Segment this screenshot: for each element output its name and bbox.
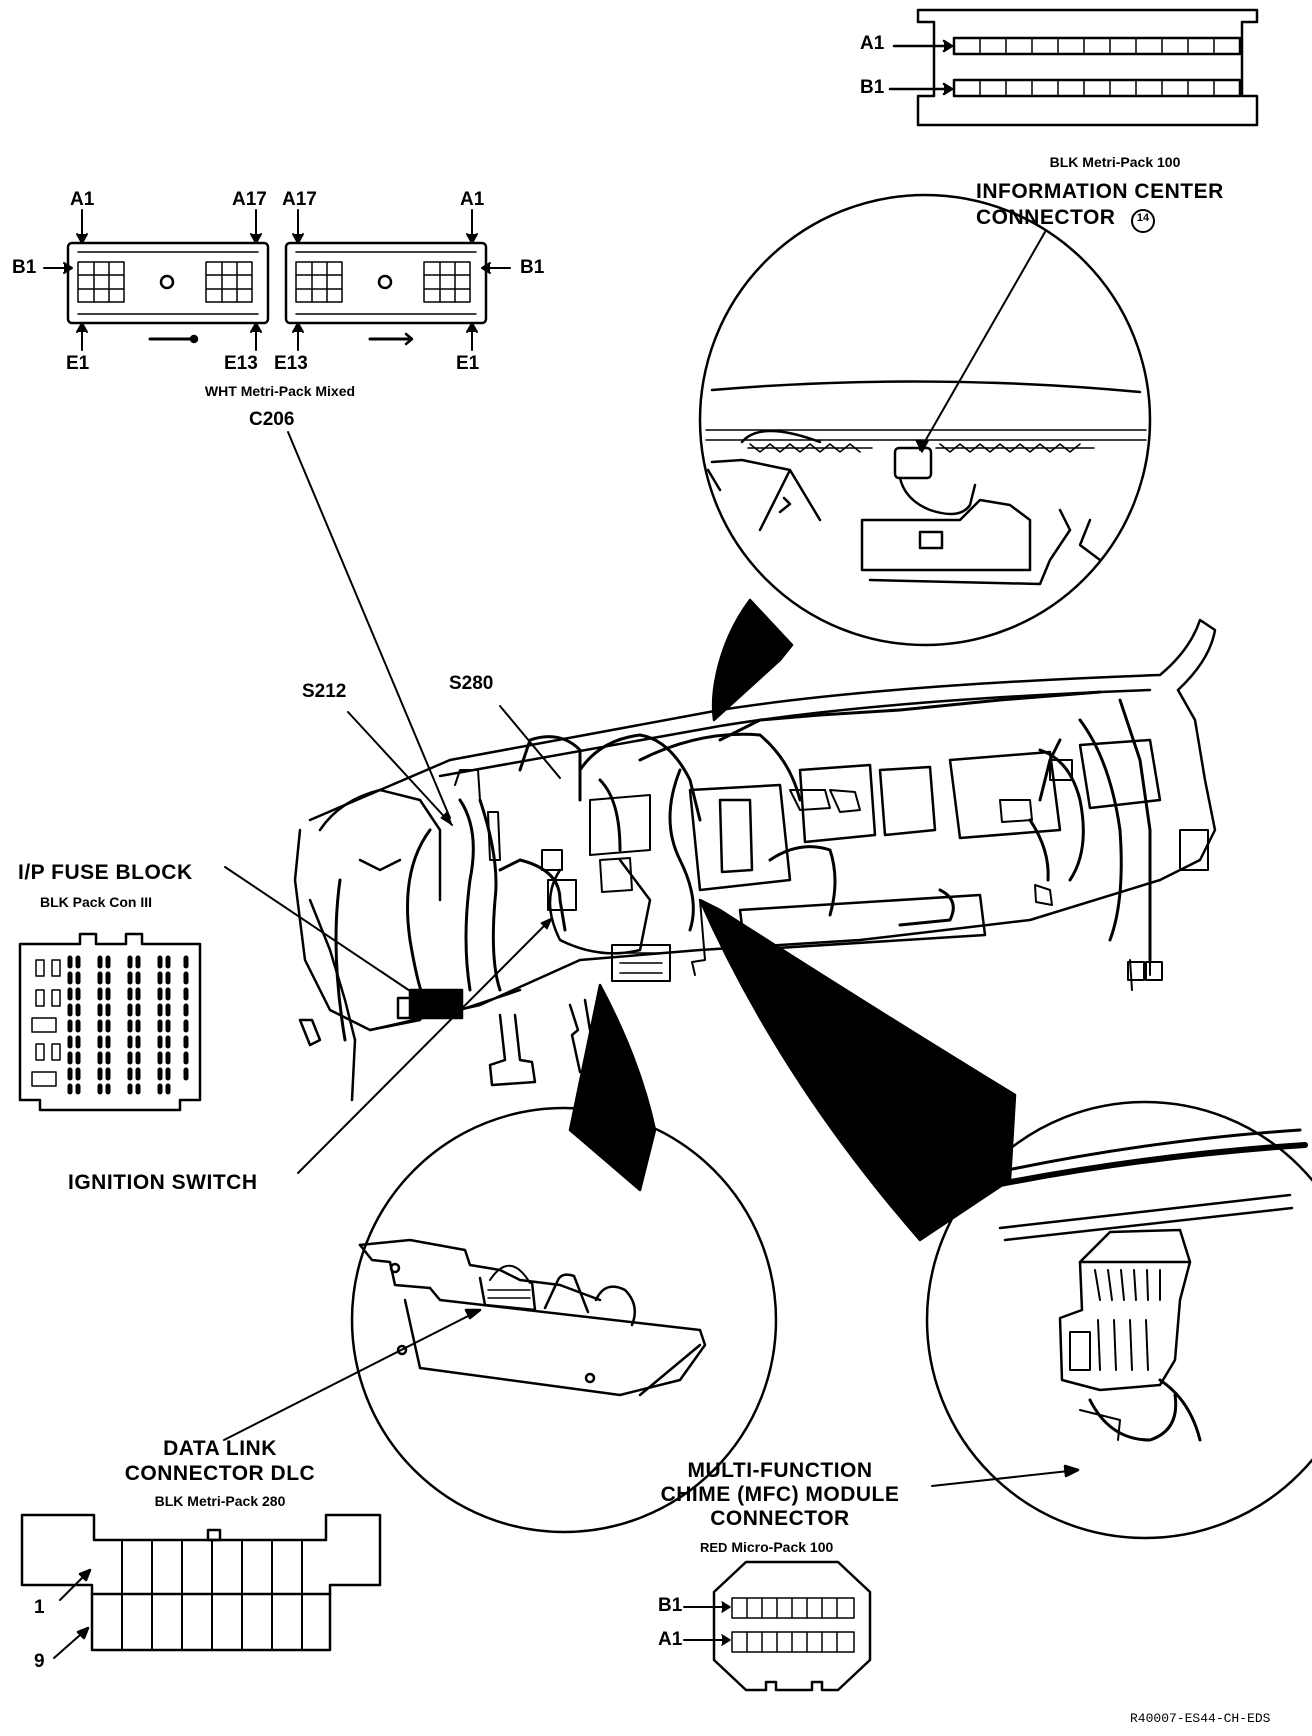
ic-pin-b1: B1 bbox=[860, 77, 885, 98]
dlc-pin-9: 9 bbox=[34, 1651, 45, 1672]
c206-pin-a17-right: A17 bbox=[282, 189, 317, 210]
mfc-inset-wedge bbox=[698, 898, 1017, 1242]
c206-pin-b1-left: B1 bbox=[12, 257, 37, 278]
mfc-type-name: Micro-Pack 100 bbox=[731, 1539, 834, 1555]
ic-connector-name-line2: CONNECTOR bbox=[976, 206, 1116, 229]
ip-fuse-block-drawing bbox=[18, 932, 202, 1112]
mfc-name-line2: CHIME (MFC) MODULE bbox=[660, 1483, 900, 1506]
info-center-inset bbox=[698, 193, 1152, 647]
dlc-name-line1: DATA LINK bbox=[163, 1437, 277, 1460]
ic-pin-a1: A1 bbox=[860, 33, 885, 54]
dlc-inset bbox=[350, 1106, 778, 1534]
info-center-leader bbox=[919, 231, 1046, 451]
dlc-connector-type: BLK Metri-Pack 280 bbox=[154, 1493, 286, 1509]
ic-connector-name-line1: INFORMATION CENTER bbox=[976, 180, 1224, 203]
mfc-pin-a1: A1 bbox=[658, 1629, 683, 1650]
fuse-block-type: BLK Pack Con III bbox=[40, 894, 153, 910]
c206-pin-a1-left: A1 bbox=[70, 189, 95, 210]
mfc-name-line3: CONNECTOR bbox=[710, 1507, 850, 1530]
c206-pin-e13-right: E13 bbox=[274, 353, 308, 374]
c206-pin-a1-right: A1 bbox=[460, 189, 485, 210]
c206-pin-e1-left: E1 bbox=[66, 353, 90, 374]
mfc-connector-drawing bbox=[683, 1560, 872, 1692]
figure-code: R40007-ES44-CH-EDS bbox=[1130, 1711, 1271, 1726]
c206-pin-e13-left: E13 bbox=[224, 353, 258, 374]
dlc-leader bbox=[223, 1309, 481, 1441]
ic-connector-badge: 14 bbox=[1136, 212, 1150, 224]
c206-pin-b1-right: B1 bbox=[520, 257, 545, 278]
c206-name: C206 bbox=[249, 409, 295, 430]
c206-pin-e1-right: E1 bbox=[456, 353, 480, 374]
dlc-pin-1: 1 bbox=[34, 1597, 45, 1618]
c206-connector-type: WHT Metri-Pack Mixed bbox=[204, 383, 356, 399]
mfc-connector-type: RED Micro-Pack 100 bbox=[700, 1540, 833, 1555]
dlc-connector-drawing bbox=[20, 1513, 382, 1659]
mfc-name-line1: MULTI-FUNCTION bbox=[687, 1459, 873, 1482]
ic-connector-type: BLK Metri-Pack 100 bbox=[1049, 154, 1181, 170]
mfc-pin-b1: B1 bbox=[658, 1595, 683, 1616]
dlc-inset-wedge bbox=[568, 983, 657, 1192]
mfc-leader bbox=[931, 1469, 1079, 1487]
dlc-name-line2: CONNECTOR DLC bbox=[124, 1462, 316, 1485]
ignition-switch-label: IGNITION SWITCH bbox=[68, 1171, 258, 1194]
c206-connector-drawing bbox=[43, 209, 511, 351]
leader-lines bbox=[224, 431, 561, 1174]
badge-circle bbox=[1131, 209, 1155, 233]
information-center-connector-drawing bbox=[888, 8, 1259, 127]
splice-s212: S212 bbox=[302, 681, 347, 702]
splice-s280: S280 bbox=[449, 673, 494, 694]
instrument-panel-drawing bbox=[293, 618, 1217, 1102]
mfc-inset bbox=[925, 1100, 1312, 1540]
fuse-block-name: I/P FUSE BLOCK bbox=[18, 861, 193, 884]
mfc-type-color: RED bbox=[700, 1540, 728, 1555]
c206-pin-a17-left: A17 bbox=[232, 189, 267, 210]
